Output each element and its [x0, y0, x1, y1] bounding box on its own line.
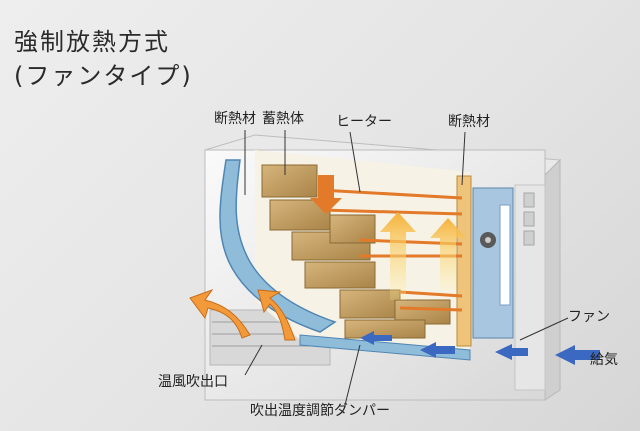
warm-air-outlet-arrows [189, 288, 296, 341]
fan-unit [472, 187, 514, 339]
label-insulation-left: 断熱材 [214, 111, 256, 127]
label-warm-air-outlet: 温風吹出口 [158, 374, 228, 390]
leader-lines [244, 130, 569, 406]
diagram-title: 強制放熱方式 [14, 28, 170, 56]
cool-air-arrows [360, 331, 600, 365]
label-fan: ファン [568, 309, 610, 325]
heat-down-arrow [310, 175, 342, 214]
insulation-right-panel [456, 175, 472, 347]
diagram-subtitle: (ファンタイプ) [14, 62, 193, 90]
label-heater: ヒーター [336, 114, 392, 130]
label-insulation-right: 断熱材 [448, 114, 490, 130]
label-heat-storage: 蓄熱体 [262, 111, 304, 127]
label-damper: 吹出温度調節ダンパー [250, 403, 390, 419]
rising-heat-arrows [380, 212, 466, 300]
insulation-left-panel [219, 159, 337, 333]
heat-storage-bricks [261, 164, 451, 339]
label-air-intake: 給気 [590, 352, 618, 368]
